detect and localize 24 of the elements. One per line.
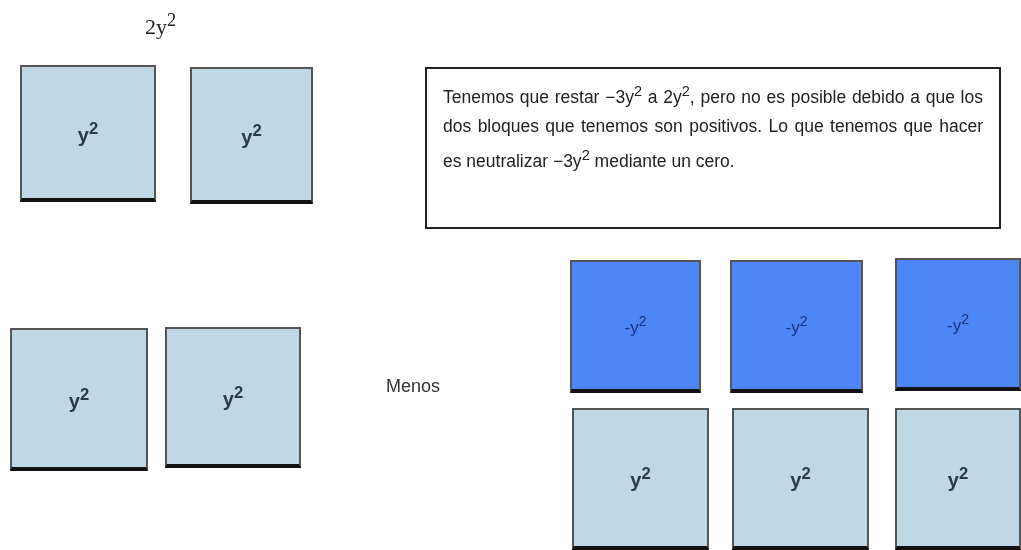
square-tile xyxy=(190,67,313,204)
negative-square-tile xyxy=(730,260,863,393)
negative-square-tile xyxy=(570,260,701,393)
tile-label: -y$^{2}$ xyxy=(785,313,808,338)
tile-label: -y$^{2}$ xyxy=(624,313,647,338)
square-tile xyxy=(572,408,709,550)
square-tile xyxy=(10,328,148,471)
tile-label: y$^{2}$ xyxy=(790,464,811,492)
square-tile xyxy=(165,327,301,468)
tile-label: y$^{2}$ xyxy=(630,464,651,492)
square-tile xyxy=(895,408,1021,550)
square-tile xyxy=(732,408,869,550)
tile-label: y$^{2}$ xyxy=(68,384,90,413)
tile-label: y$^{2}$ xyxy=(222,382,244,411)
tile-label: y$^{2}$ xyxy=(241,120,262,149)
expression-label: 2y$^{2}$ xyxy=(145,10,177,41)
negative-square-tile xyxy=(895,258,1021,391)
explanation-text: Tenemos que restar −3y$^{2}$ a 2y$^{2}$, pero no es posible debido a que los dos bloques que tenemos son positivos. Lo que tenemos que hacer es neutralizar −3y$^{2}$ mediante un cero. xyxy=(443,82,983,173)
tile-label: -y$^{2}$ xyxy=(946,311,969,336)
operation-label: Menos xyxy=(386,376,441,397)
tile-label: y$^{2}$ xyxy=(947,464,969,492)
tile-label: y$^{2}$ xyxy=(77,118,99,147)
text-box xyxy=(425,67,1001,229)
square-tile xyxy=(20,65,156,202)
